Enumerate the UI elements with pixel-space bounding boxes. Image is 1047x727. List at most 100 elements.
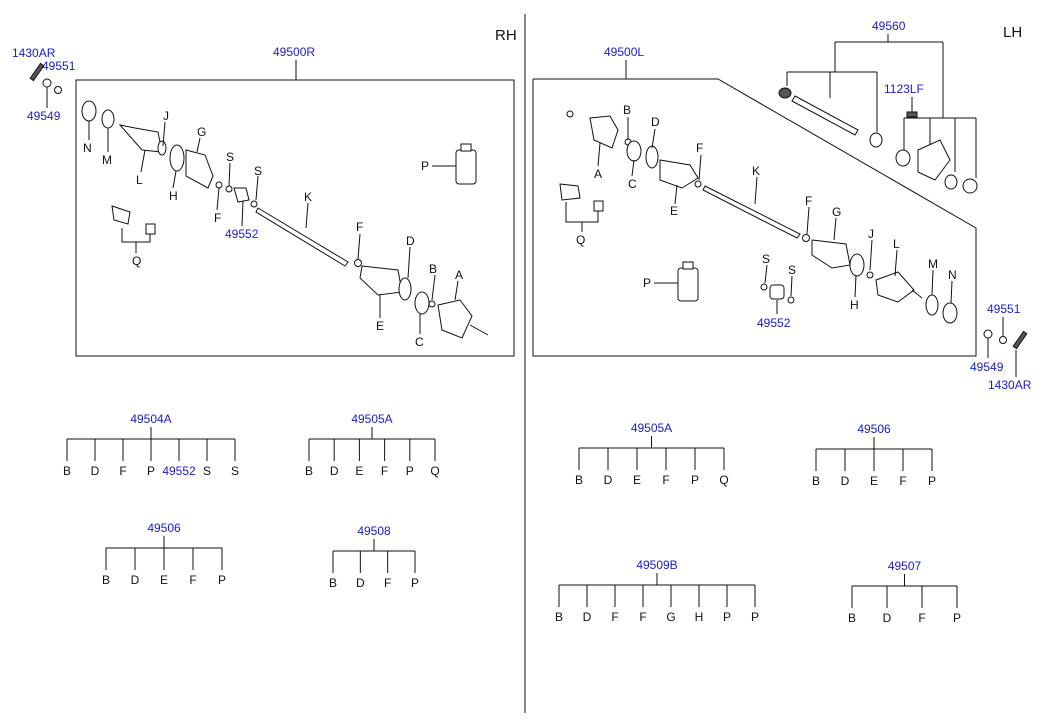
rh-label-d[interactable]: D xyxy=(406,234,415,248)
kit-item[interactable]: F xyxy=(639,610,646,624)
lh-label-l[interactable]: L xyxy=(893,237,900,251)
lh-shaft-kit-label[interactable]: 49560 xyxy=(872,19,906,33)
lh-label-d[interactable]: D xyxy=(651,115,660,129)
lh-nut-label[interactable]: 49551 xyxy=(987,302,1021,316)
kit-item[interactable]: F xyxy=(899,474,906,488)
kit-title[interactable]: 49506 xyxy=(857,422,891,436)
lh-label-m[interactable]: M xyxy=(928,257,938,271)
rh-washer-label[interactable]: 49549 xyxy=(27,109,61,123)
kit-item[interactable]: D xyxy=(131,573,140,587)
kit-item[interactable]: B xyxy=(102,573,110,587)
rh-label-s1[interactable]: S xyxy=(226,150,234,164)
rh-title[interactable]: 49500R xyxy=(273,45,315,59)
lh-label-c[interactable]: C xyxy=(628,177,637,191)
rh-label-f1[interactable]: F xyxy=(214,211,221,225)
lh-label-s2[interactable]: S xyxy=(788,263,796,277)
kit-item[interactable]: B xyxy=(812,474,820,488)
rh-label-p[interactable]: P xyxy=(421,159,429,173)
kit-item[interactable]: D xyxy=(330,464,339,478)
kit-item[interactable]: P xyxy=(691,473,699,487)
lh-label-a[interactable]: A xyxy=(594,167,602,181)
lh-label-f2[interactable]: F xyxy=(805,194,812,208)
kit-item[interactable]: 49552 xyxy=(162,464,196,478)
rh-label-b[interactable]: B xyxy=(429,262,437,276)
kit-item[interactable]: D xyxy=(841,474,850,488)
kit-item[interactable]: B xyxy=(329,576,337,590)
kit-item[interactable]: F xyxy=(189,573,196,587)
kit-item[interactable]: P xyxy=(751,610,759,624)
rh-label-f2[interactable]: F xyxy=(356,220,363,234)
lh-label-s1[interactable]: S xyxy=(762,252,770,266)
kit-item[interactable]: B xyxy=(575,473,583,487)
rh-label-m[interactable]: M xyxy=(102,153,112,167)
rh-bolt-label[interactable]: 1430AR xyxy=(12,46,56,60)
kit-title[interactable]: 49507 xyxy=(888,559,922,573)
rh-label-e[interactable]: E xyxy=(376,319,384,333)
kit-item[interactable]: F xyxy=(119,464,126,478)
rh-label-l[interactable]: L xyxy=(136,173,143,187)
lh-label-g[interactable]: G xyxy=(832,205,841,219)
kit-item[interactable]: B xyxy=(848,611,856,625)
kit-item[interactable]: E xyxy=(870,474,878,488)
rh-label-a[interactable]: A xyxy=(455,268,463,282)
kit-item[interactable]: P xyxy=(218,573,226,587)
kit-item[interactable]: P xyxy=(953,611,961,625)
kit-item[interactable]: S xyxy=(203,464,211,478)
kit-item[interactable]: F xyxy=(662,473,669,487)
kit-item[interactable]: H xyxy=(695,610,704,624)
kit-title[interactable]: 49504A xyxy=(130,412,171,426)
lh-label-h[interactable]: H xyxy=(850,298,859,312)
kit-item[interactable]: B xyxy=(63,464,71,478)
kit-item[interactable]: F xyxy=(918,611,925,625)
kit-item[interactable]: E xyxy=(160,573,168,587)
lh-kit-label[interactable]: 49552 xyxy=(757,316,791,330)
lh-bolt-label[interactable]: 1430AR xyxy=(988,378,1032,392)
kit-item[interactable]: D xyxy=(583,610,592,624)
rh-label-n[interactable]: N xyxy=(83,141,92,155)
lh-label-j[interactable]: J xyxy=(868,227,874,241)
kit-title[interactable]: 49509B xyxy=(636,558,677,572)
rh-label-k[interactable]: K xyxy=(304,190,312,204)
kit-item[interactable]: F xyxy=(381,464,388,478)
kit-item[interactable]: E xyxy=(633,473,641,487)
lh-label-b[interactable]: B xyxy=(623,103,631,117)
rh-label-h[interactable]: H xyxy=(169,189,178,203)
lh-title[interactable]: 49500L xyxy=(604,45,644,59)
lh-label-k[interactable]: K xyxy=(752,164,760,178)
rh-label-g[interactable]: G xyxy=(197,125,206,139)
kit-item[interactable]: D xyxy=(604,473,613,487)
kit-item[interactable]: D xyxy=(91,464,100,478)
rh-label-c[interactable]: C xyxy=(415,335,424,349)
kit-item[interactable]: F xyxy=(611,610,618,624)
kit-item[interactable]: G xyxy=(666,610,675,624)
kit-item[interactable]: P xyxy=(723,610,731,624)
kit-item[interactable]: P xyxy=(928,474,936,488)
rh-kit-label[interactable]: 49552 xyxy=(225,227,259,241)
rh-label-j[interactable]: J xyxy=(163,109,169,123)
kit-title[interactable]: 49505A xyxy=(351,412,392,426)
lh-label-q[interactable]: Q xyxy=(576,233,585,247)
kit-item[interactable]: Q xyxy=(430,464,439,478)
kit-item[interactable]: B xyxy=(555,610,563,624)
lh-label-e[interactable]: E xyxy=(670,204,678,218)
rh-nut-label[interactable]: 49551 xyxy=(42,59,76,73)
kit-item[interactable]: F xyxy=(384,576,391,590)
lh-label-n[interactable]: N xyxy=(948,268,957,282)
rh-label-q[interactable]: Q xyxy=(132,254,141,268)
kit-item[interactable]: D xyxy=(356,576,365,590)
kit-item[interactable]: P xyxy=(147,464,155,478)
kit-item[interactable]: P xyxy=(411,576,419,590)
lh-label-f1[interactable]: F xyxy=(696,141,703,155)
kit-item[interactable]: D xyxy=(883,611,892,625)
kit-item[interactable]: E xyxy=(355,464,363,478)
kit-title[interactable]: 49505A xyxy=(631,421,672,435)
kit-title[interactable]: 49506 xyxy=(147,521,181,535)
kit-item[interactable]: Q xyxy=(719,473,728,487)
lh-label-p[interactable]: P xyxy=(643,276,651,290)
kit-item[interactable]: S xyxy=(231,464,239,478)
lh-washer-label[interactable]: 49549 xyxy=(970,360,1004,374)
kit-title[interactable]: 49508 xyxy=(357,524,391,538)
kit-item[interactable]: B xyxy=(305,464,313,478)
rh-label-s2[interactable]: S xyxy=(254,164,262,178)
kit-item[interactable]: P xyxy=(406,464,414,478)
